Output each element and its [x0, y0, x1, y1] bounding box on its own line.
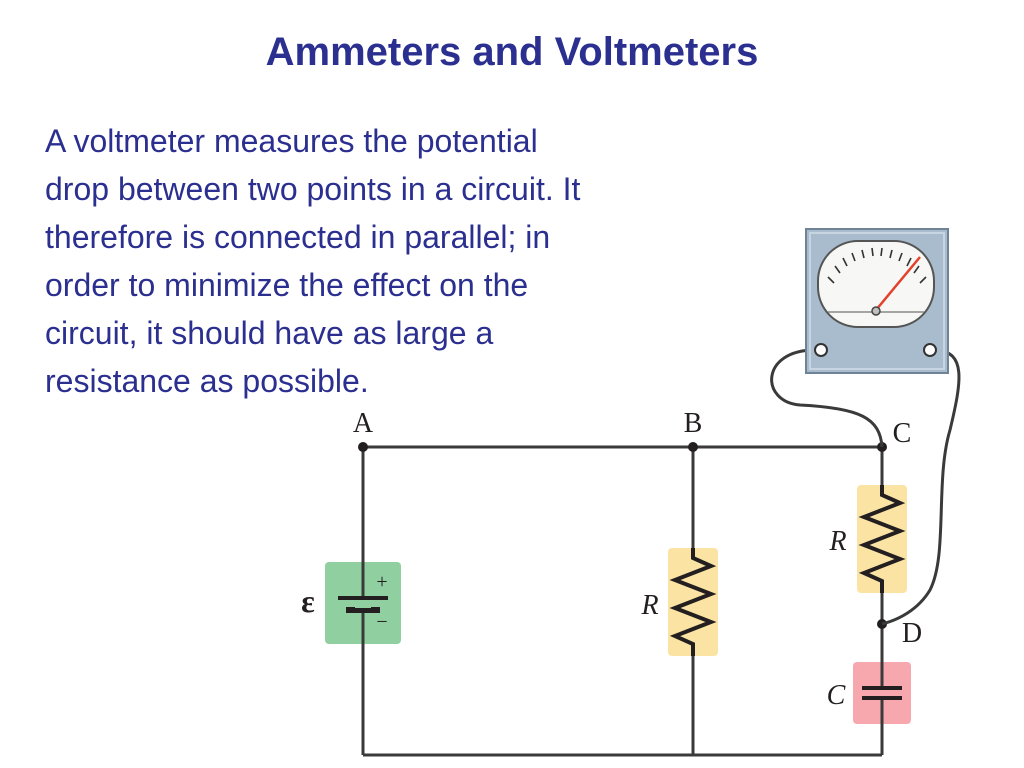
- voltmeter-scale-ticks: [827, 247, 927, 284]
- resistor-middle-label: R: [640, 590, 658, 621]
- slide-title: Ammeters and Voltmeters: [265, 30, 759, 74]
- body-line: A voltmeter measures the potential: [45, 123, 538, 159]
- emf-label: ε: [301, 583, 315, 619]
- node-c-label: C: [893, 418, 912, 449]
- node-d-label: D: [902, 618, 922, 649]
- capacitor: C: [827, 662, 911, 724]
- battery-plus-label: +: [376, 571, 387, 593]
- voltmeter-terminal-left: [814, 343, 828, 357]
- voltmeter-dial-face: [817, 240, 935, 328]
- node-a-label: A: [353, 408, 374, 439]
- body-line: therefore is connected in parallel; in: [45, 219, 551, 255]
- battery: + − ε: [301, 562, 401, 644]
- body-line: circuit, it should have as large a: [45, 315, 494, 351]
- resistor-right-zigzag: [858, 485, 906, 593]
- node-b-label: B: [684, 408, 703, 439]
- node-a-dot: [358, 442, 368, 452]
- node-dots: [358, 442, 887, 629]
- body-line: resistance as possible.: [45, 363, 369, 399]
- node-b-dot: [688, 442, 698, 452]
- resistor-middle-zigzag: [669, 548, 717, 656]
- circuit-wires: [361, 445, 884, 757]
- resistor-right-label: R: [828, 526, 846, 557]
- voltmeter-terminal-right: [923, 343, 937, 357]
- voltmeter-lead-left: [770, 348, 884, 448]
- resistor-middle: R: [640, 548, 718, 656]
- voltmeter: [805, 228, 949, 374]
- voltmeter-pivot: [871, 306, 881, 316]
- body-line: order to minimize the effect on the: [45, 267, 529, 303]
- voltmeter-needle: [875, 256, 921, 311]
- body-line: drop between two points in a circuit. It: [45, 171, 581, 207]
- battery-minus-label: −: [376, 611, 387, 633]
- resistor-right: R: [828, 485, 907, 593]
- body-text: A voltmeter measures the potential drop …: [45, 117, 745, 405]
- voltmeter-lead-right: [881, 348, 961, 626]
- capacitor-label: C: [827, 680, 846, 711]
